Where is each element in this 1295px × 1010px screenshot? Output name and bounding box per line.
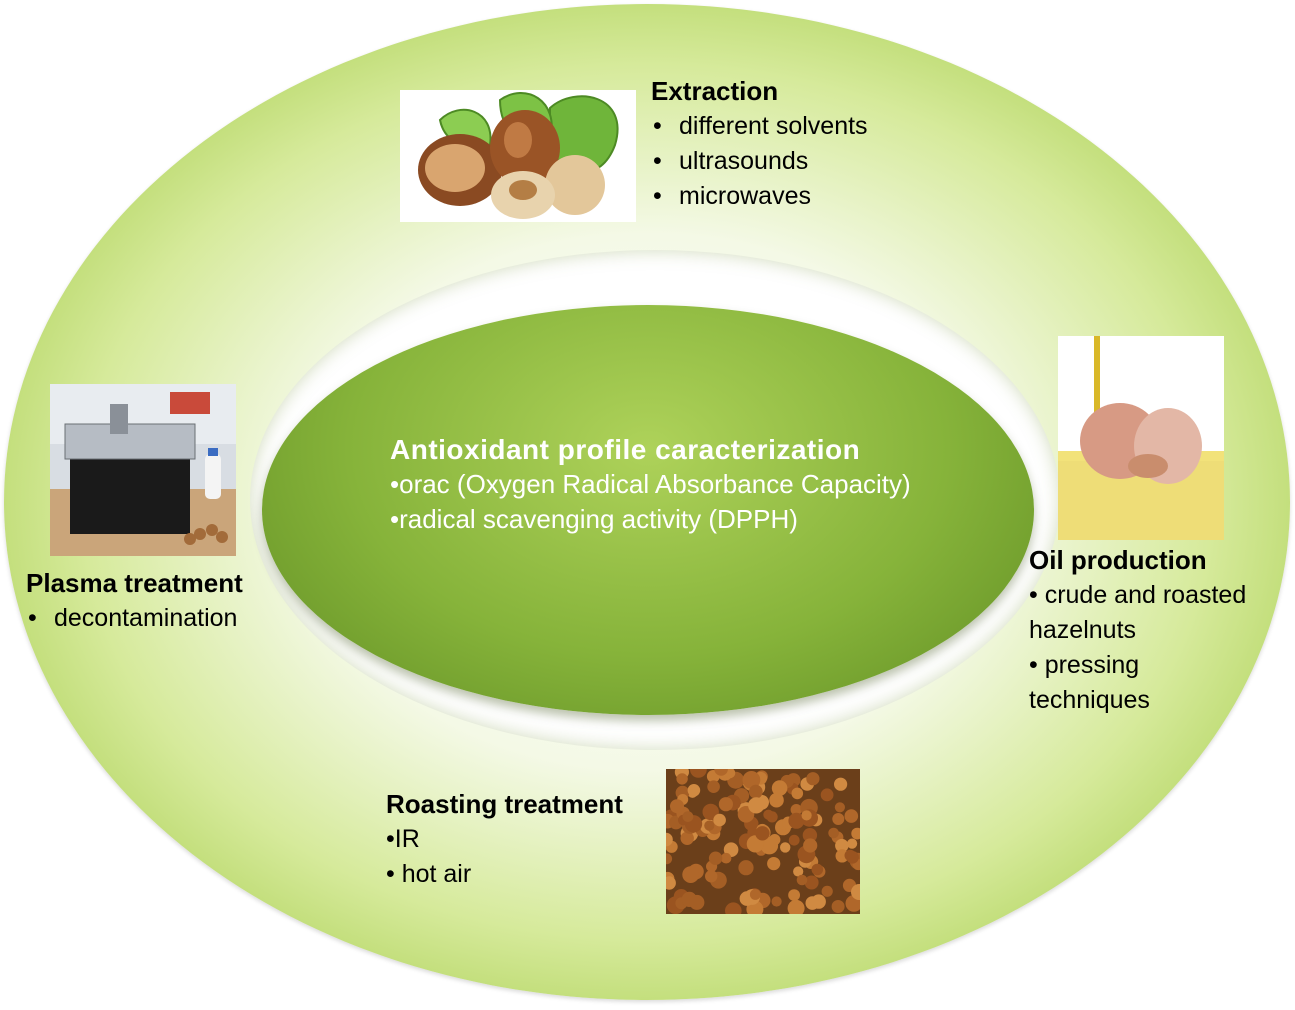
- oil-item-pressing: • pressing techniques: [1029, 651, 1150, 714]
- extraction-item-ultrasounds: ultrasounds: [651, 144, 871, 179]
- plasma-title: Plasma treatment: [26, 568, 243, 598]
- center-item-orac: •orac (Oxygen Radical Absorbance Capacit…: [390, 469, 911, 499]
- extraction-block: Extraction different solvents ultrasound…: [651, 74, 871, 214]
- roasting-item-ir: •IR: [386, 825, 420, 853]
- extraction-item-microwaves: microwaves: [651, 179, 871, 214]
- center-item-dpph: •radical scavenging activity (DPPH): [390, 504, 798, 534]
- plasma-block: Plasma treatment decontamination: [26, 566, 286, 636]
- center-title: Antioxidant profile caracterization: [390, 434, 861, 465]
- extraction-item-solvents: different solvents: [651, 109, 871, 144]
- plasma-item-decontamination: decontamination: [26, 601, 286, 636]
- plasma-equipment-photo: [50, 384, 236, 556]
- roasting-title: Roasting treatment: [386, 789, 623, 819]
- center-text: Antioxidant profile caracterization •ora…: [390, 432, 950, 537]
- roasting-item-hot-air: • hot air: [386, 860, 472, 888]
- roasted-hazelnuts-photo: [666, 769, 860, 914]
- oil-item-crude: • crude and roasted hazelnuts: [1029, 581, 1247, 644]
- hazelnuts-photo: [400, 90, 636, 222]
- extraction-title: Extraction: [651, 76, 779, 106]
- center-ellipse: [262, 305, 1034, 715]
- oil-title: Oil production: [1029, 545, 1207, 575]
- oil-block: Oil production • crude and roasted hazel…: [1029, 543, 1259, 718]
- roasting-block: Roasting treatment •IR • hot air: [386, 787, 666, 892]
- oil-photo: [1058, 336, 1224, 540]
